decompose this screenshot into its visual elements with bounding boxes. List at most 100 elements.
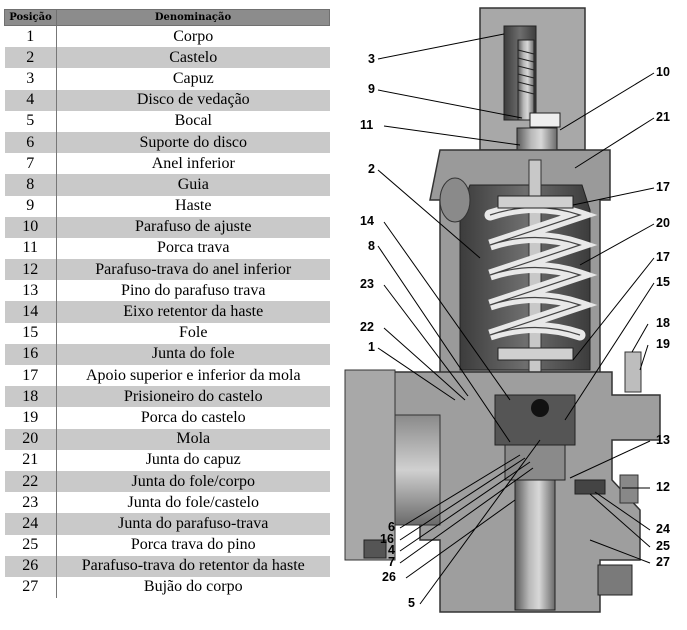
callout-10: 10 bbox=[656, 65, 670, 79]
position-cell: 4 bbox=[4, 89, 57, 111]
callout-1: 1 bbox=[368, 340, 375, 354]
position-cell: 16 bbox=[4, 343, 57, 365]
leader-lines bbox=[377, 33, 655, 605]
position-cell: 22 bbox=[4, 470, 57, 493]
callout-27: 27 bbox=[656, 555, 670, 569]
name-cell: Parafuso de ajuste bbox=[56, 216, 330, 238]
position-cell: 11 bbox=[4, 237, 57, 260]
callout-9: 9 bbox=[368, 82, 375, 96]
name-cell: Prisioneiro do castelo bbox=[56, 386, 330, 408]
name-cell: Porca trava bbox=[56, 237, 330, 260]
name-cell: Junta do capuz bbox=[56, 449, 330, 471]
position-cell: 23 bbox=[4, 492, 57, 514]
callout-2: 2 bbox=[368, 162, 375, 176]
position-cell: 13 bbox=[4, 280, 57, 302]
name-cell: Anel inferior bbox=[56, 153, 330, 175]
callout-11: 11 bbox=[360, 118, 374, 132]
callout-14: 14 bbox=[360, 214, 374, 228]
position-cell: 19 bbox=[4, 407, 57, 429]
position-cell: 6 bbox=[4, 131, 57, 154]
callout-8: 8 bbox=[368, 239, 375, 253]
valve-cross-section bbox=[344, 7, 661, 613]
callout-17-lower: 17 bbox=[656, 250, 670, 264]
name-cell: Pino do parafuso trava bbox=[56, 280, 330, 302]
name-cell: Fole bbox=[56, 322, 330, 344]
position-cell: 21 bbox=[4, 449, 57, 471]
name-cell: Corpo bbox=[56, 25, 330, 48]
position-cell: 2 bbox=[4, 47, 57, 69]
callout-6: 6 bbox=[388, 520, 395, 534]
position-cell: 12 bbox=[4, 259, 57, 281]
position-cell: 27 bbox=[4, 576, 57, 599]
name-cell: Suporte do disco bbox=[56, 131, 330, 154]
name-cell: Disco de vedação bbox=[56, 89, 330, 111]
name-cell: Capuz bbox=[56, 68, 330, 90]
callout-24: 24 bbox=[656, 522, 670, 536]
callout-21: 21 bbox=[656, 110, 670, 124]
callout-5: 5 bbox=[408, 596, 415, 610]
name-cell: Apoio superior e inferior da mola bbox=[56, 365, 330, 387]
callout-7: 7 bbox=[388, 555, 395, 569]
position-cell: 17 bbox=[4, 365, 57, 387]
callout-25: 25 bbox=[656, 539, 670, 553]
position-cell: 10 bbox=[4, 216, 57, 238]
callout-22: 22 bbox=[360, 320, 374, 334]
name-cell: Bocal bbox=[56, 110, 330, 132]
name-cell: Parafuso-trava do anel inferior bbox=[56, 259, 330, 281]
name-cell: Parafuso-trava do retentor da haste bbox=[56, 555, 330, 577]
position-cell: 1 bbox=[4, 25, 57, 48]
position-cell: 14 bbox=[4, 301, 57, 323]
name-cell: Eixo retentor da haste bbox=[56, 301, 330, 323]
name-cell: Mola bbox=[56, 428, 330, 450]
callout-23: 23 bbox=[360, 277, 374, 291]
position-cell: 5 bbox=[4, 110, 57, 132]
name-cell: Castelo bbox=[56, 47, 330, 69]
callout-19: 19 bbox=[656, 337, 670, 351]
name-cell: Junta do fole/castelo bbox=[56, 492, 330, 514]
position-cell: 8 bbox=[4, 174, 57, 196]
callout-16: 16 bbox=[380, 532, 394, 546]
header-name: Denominação bbox=[56, 9, 330, 26]
name-cell: Porca do castelo bbox=[56, 407, 330, 429]
spring-part bbox=[484, 159, 598, 381]
position-cell: 25 bbox=[4, 534, 57, 556]
name-cell: Junta do parafuso-trava bbox=[56, 513, 330, 535]
table-header-row: Posição Denominação bbox=[4, 9, 330, 26]
name-cell: Junta do fole bbox=[56, 343, 330, 365]
callout-12: 12 bbox=[656, 480, 670, 494]
name-cell: Haste bbox=[56, 195, 330, 217]
callout-18: 18 bbox=[656, 316, 670, 330]
position-cell: 18 bbox=[4, 386, 57, 408]
position-cell: 7 bbox=[4, 153, 57, 175]
callout-13: 13 bbox=[656, 433, 670, 447]
name-cell: Bujão do corpo bbox=[56, 576, 330, 599]
callout-17-upper: 17 bbox=[656, 180, 670, 194]
callout-26: 26 bbox=[382, 570, 396, 584]
